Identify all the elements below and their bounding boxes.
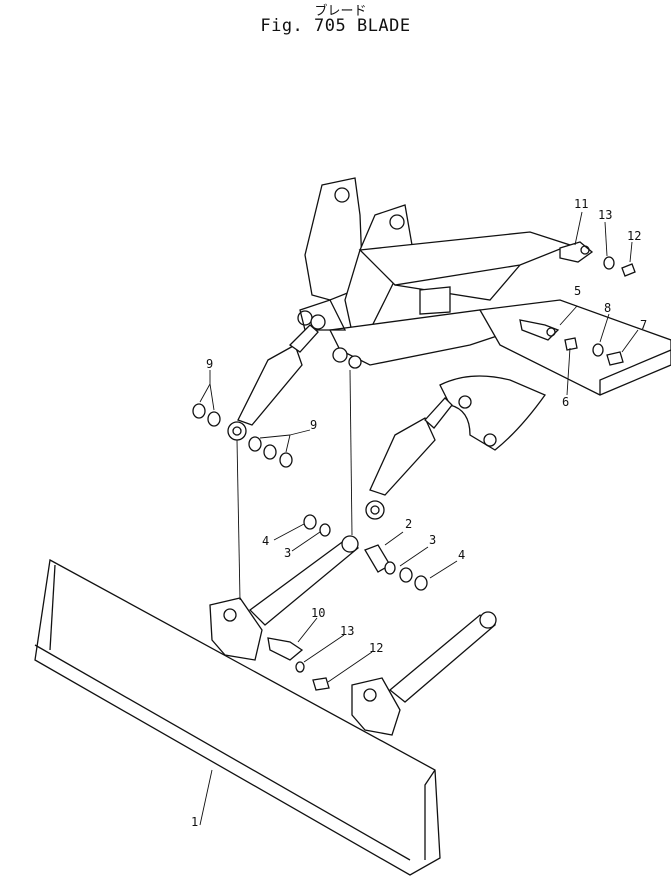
seal-3-right [384,561,396,575]
bolt-6 [564,337,578,351]
blade-1 [34,558,441,876]
lift-cylinder-right [365,397,453,520]
callout-9-left: 9 [206,357,213,371]
washer-4-right-b [414,575,428,591]
callout-3-right: 3 [429,533,436,547]
pin-5 [519,319,560,341]
callout-10: 10 [311,606,325,620]
lift-cylinder-left [227,324,319,441]
seal-3-left [319,523,331,537]
callout-labels: 1 2 3 3 4 4 5 6 7 8 9 9 10 11 12 12 13 1… [191,197,647,829]
callout-13-lower: 13 [340,624,354,638]
washer-4-left [303,514,317,530]
pin-11 [559,241,594,263]
callout-2: 2 [405,517,412,531]
callout-9-right: 9 [310,418,317,432]
washer-set-9-left [192,403,221,427]
callout-7: 7 [640,318,647,332]
callout-8: 8 [604,301,611,315]
bolt-7 [606,351,624,366]
callout-12-lower: 12 [369,641,383,655]
callout-13-upper: 13 [598,208,612,222]
callout-11: 11 [574,197,588,211]
frame-bracket [297,177,671,451]
bolt-12-lower [312,677,330,691]
washer-8 [592,343,604,357]
leader-lines [199,211,639,826]
callout-4-left: 4 [262,534,269,548]
bolt-12-upper [621,263,636,277]
washer-4-right-a [399,567,413,583]
figure-title: Fig. 705 BLADE [260,16,411,36]
push-arm-right [351,611,497,736]
callout-12-upper: 12 [627,229,641,243]
figure-title-japanese: ブレード [314,4,367,19]
callout-6: 6 [562,395,569,409]
callout-5: 5 [574,284,581,298]
washer-set-9-right [248,436,293,468]
callout-3-left: 3 [284,546,291,560]
pin-10 [267,637,304,661]
washer-13-lower [295,661,305,673]
washer-13-upper [603,256,615,270]
callout-4-right: 4 [458,548,465,562]
callout-1: 1 [191,815,198,829]
